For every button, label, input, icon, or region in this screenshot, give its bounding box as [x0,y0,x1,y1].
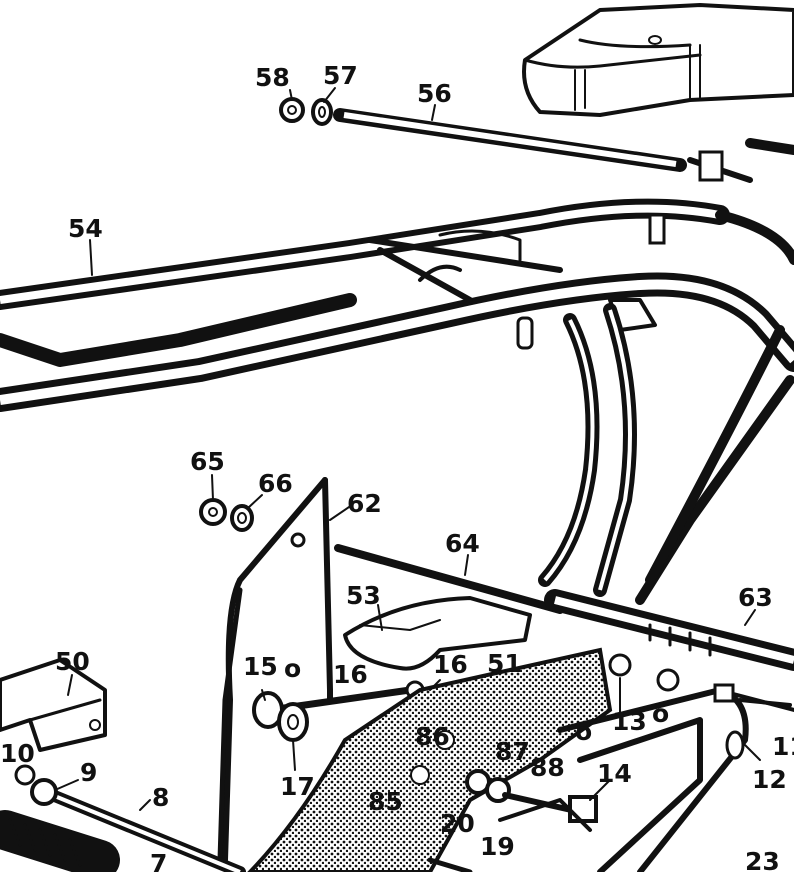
label-17: 17 [280,772,315,801]
leader-lines [54,87,761,811]
label-87: 87 [495,737,530,766]
label-o-2: o [652,699,669,728]
stand-plate [247,647,613,872]
washer-57 [311,98,333,126]
washer-66 [230,504,254,532]
bracket-62 [217,477,333,863]
label-65: 65 [190,447,225,476]
nut-13 [608,653,680,692]
nut-65 [199,498,227,526]
footrest-shaft-8 [0,764,246,872]
label-64: 64 [445,529,480,558]
label-63: 63 [738,583,773,612]
label-58: 58 [255,63,290,92]
label-o-1: o [284,654,301,683]
label-20: 20 [440,809,475,838]
label-12: 12 [752,765,787,794]
rod-56 [333,108,794,183]
label-9: 9 [80,758,97,787]
label-57: 57 [323,61,358,90]
part-labels: 58 57 56 54 65 66 62 64 53 63 50 15 o 16… [0,61,794,872]
label-19: 19 [480,832,515,861]
label-53: 53 [346,581,381,610]
label-23: 23 [745,847,780,872]
label-51: 51 [487,649,522,678]
parts-19-20 [427,798,592,872]
bolt-14 [502,792,598,823]
nut-58 [279,97,305,123]
label-7: 7 [150,849,167,872]
label-14: 14 [597,759,632,788]
label-88: 88 [530,753,565,782]
frame-rail-54 [0,198,794,412]
label-15: 15 [243,652,278,681]
label-50: 50 [55,647,90,676]
label-62: 62 [347,489,382,518]
rod-64 [334,544,564,614]
pad-53 [343,596,532,671]
crossbar-63 [544,589,794,671]
bracket-50 [0,658,107,752]
side-plate-12 [557,683,794,872]
label-66: 66 [258,469,293,498]
down-tubes [538,303,794,605]
nuts-87-88 [465,769,511,803]
label-16-b: 16 [433,650,468,679]
label-56: 56 [417,79,452,108]
label-10: 10 [0,739,35,768]
label-11: 11 [772,732,794,761]
label-8: 8 [152,783,169,812]
label-13: 13 [612,707,647,736]
label-16-a: 16 [333,660,368,689]
seat [522,3,794,117]
label-86: 86 [415,722,450,751]
label-85: 85 [368,787,403,816]
label-54: 54 [68,214,103,243]
label-o-3: o [575,717,592,746]
